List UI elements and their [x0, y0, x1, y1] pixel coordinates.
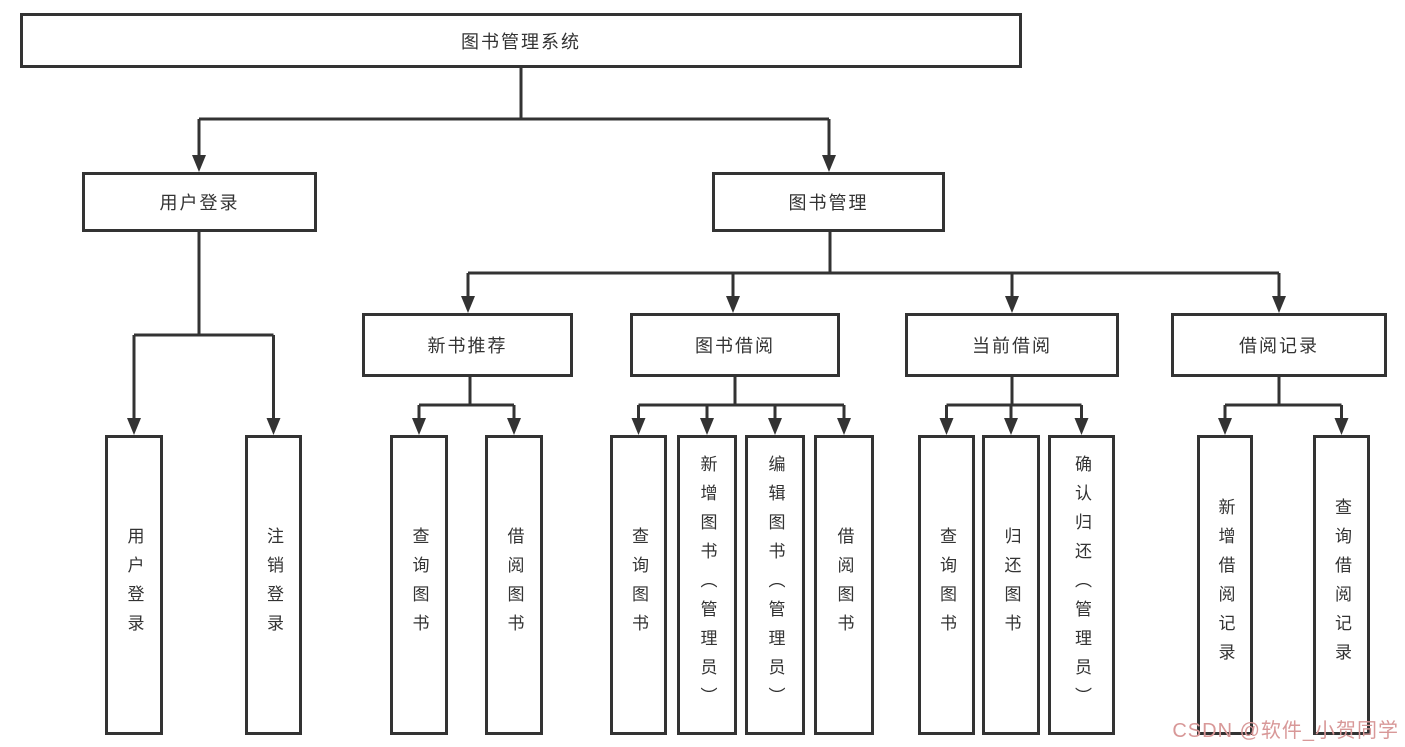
leaf-label: 新增图书（管理员）: [697, 454, 717, 716]
connector-current-borrow-to-leaves: [939, 377, 1089, 435]
arrowhead: [700, 418, 714, 435]
arrowhead: [1005, 296, 1019, 313]
arrowhead: [127, 418, 141, 435]
connector-book-borrow-to-leaves: [631, 377, 851, 435]
leaf-label: 查询图书: [937, 527, 956, 643]
leaf-label: 编辑图书（管理员）: [765, 454, 785, 716]
arrowhead: [837, 418, 851, 435]
leaf-borrow-edit-book-admin: 编辑图书（管理员）: [745, 435, 805, 735]
arrowhead: [192, 155, 206, 172]
leaf-user-login: 用户登录: [105, 435, 163, 735]
leaf-label: 确认归还（管理员）: [1072, 454, 1091, 716]
leaf-current-query-book: 查询图书: [918, 435, 975, 735]
csdn-watermark: CSDN @软件_小贺同学: [1172, 720, 1399, 742]
leaf-record-query-borrow-record: 查询借阅记录: [1313, 435, 1370, 735]
leaf-borrow-query-book: 查询图书: [610, 435, 667, 735]
leaf-label: 用户登录: [124, 527, 144, 643]
arrowhead: [1272, 296, 1286, 313]
connector-borrow-record-to-leaves: [1218, 377, 1349, 435]
node-root: 图书管理系统: [20, 13, 1022, 68]
leaf-label: 查询图书: [629, 527, 648, 643]
leaf-borrow-add-book-admin: 新增图书（管理员）: [677, 435, 737, 735]
arrowhead: [507, 418, 521, 435]
leaf-current-confirm-return-admin: 确认归还（管理员）: [1048, 435, 1115, 735]
leaf-newbook-query-book: 查询图书: [390, 435, 448, 735]
arrowhead: [266, 418, 281, 435]
connector-user-login-to-leaves: [127, 232, 281, 435]
connector-new-book-to-leaves: [412, 377, 521, 435]
arrowhead: [726, 296, 740, 313]
node-book-borrow: 图书借阅: [630, 313, 840, 377]
node-new-book-recommend: 新书推荐: [362, 313, 573, 377]
arrowhead: [1074, 418, 1089, 435]
arrowhead: [461, 296, 475, 313]
leaf-borrow-borrow-book: 借阅图书: [814, 435, 874, 735]
leaf-label: 注销登录: [264, 527, 283, 643]
arrowhead: [768, 418, 782, 435]
leaf-record-add-borrow-record: 新增借阅记录: [1197, 435, 1253, 735]
leaf-label: 归还图书: [1001, 527, 1021, 643]
leaf-label: 查询图书: [409, 527, 429, 643]
connector-root-to-level2: [192, 66, 836, 172]
leaf-current-return-book: 归还图书: [982, 435, 1040, 735]
node-book-management: 图书管理: [712, 172, 945, 232]
node-borrow-record: 借阅记录: [1171, 313, 1387, 377]
leaf-label: 新增借阅记录: [1215, 498, 1235, 672]
leaf-logout: 注销登录: [245, 435, 302, 735]
leaf-label: 查询借阅记录: [1332, 498, 1351, 672]
leaf-label: 借阅图书: [504, 527, 524, 643]
arrowhead: [1004, 418, 1018, 435]
node-user-login: 用户登录: [82, 172, 317, 232]
arrowhead: [1334, 418, 1349, 435]
connector-book-mgmt-to-level3: [461, 232, 1286, 313]
arrowhead: [1218, 418, 1232, 435]
arrowhead: [412, 418, 426, 435]
arrowhead: [822, 155, 836, 172]
arrowhead: [631, 418, 646, 435]
node-current-borrow: 当前借阅: [905, 313, 1119, 377]
leaf-label: 借阅图书: [834, 527, 854, 643]
leaf-newbook-borrow-book: 借阅图书: [485, 435, 543, 735]
arrowhead: [939, 418, 954, 435]
